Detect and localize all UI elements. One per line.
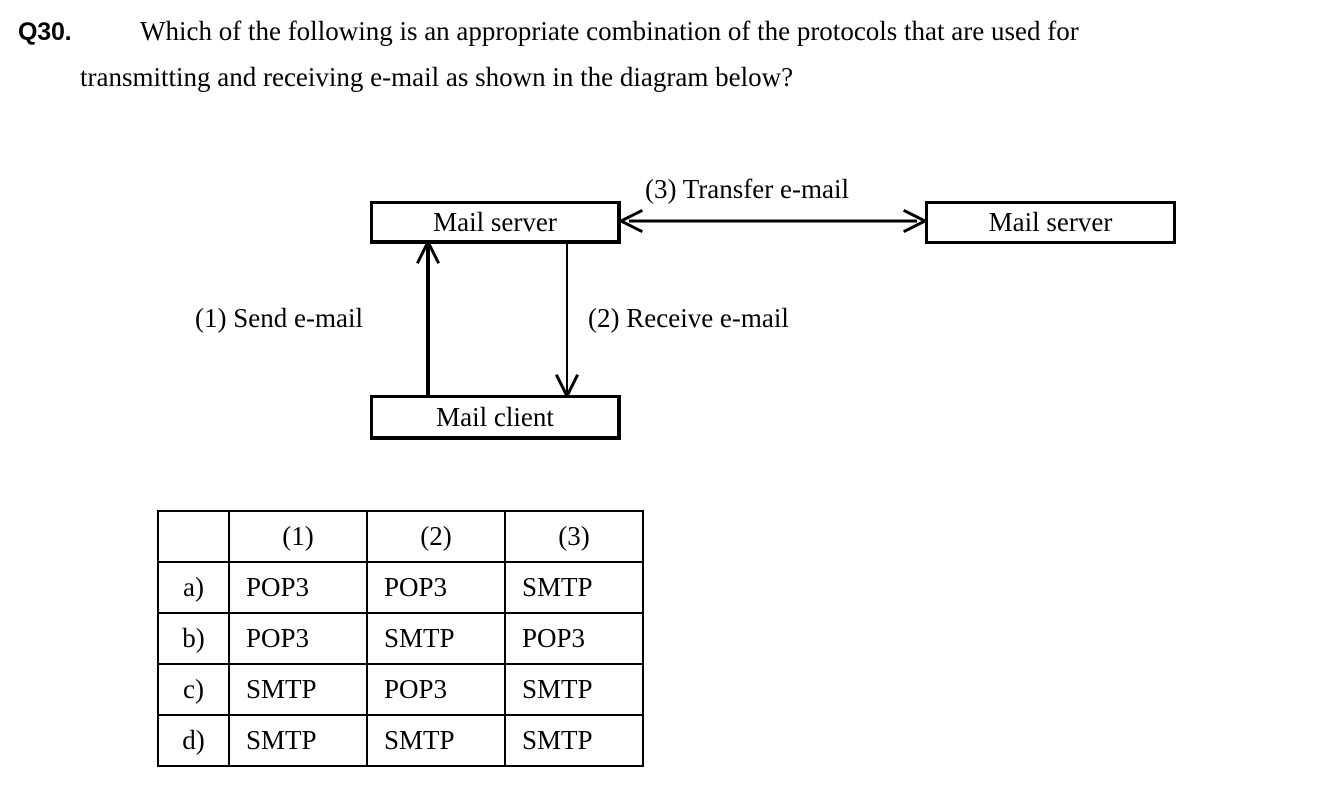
option-label-a: a) bbox=[157, 561, 230, 614]
table-row[interactable]: d) SMTP SMTP SMTP bbox=[157, 714, 644, 767]
arrow-label-receive: (2) Receive e-mail bbox=[588, 303, 789, 333]
option-c-value-1: SMTP bbox=[228, 663, 368, 716]
arrow-send-email-icon bbox=[415, 238, 441, 400]
arrow-label-transfer: (3) Transfer e-mail bbox=[645, 174, 849, 204]
table-row[interactable]: a) POP3 POP3 SMTP bbox=[157, 561, 644, 614]
option-b-value-1: POP3 bbox=[228, 612, 368, 665]
option-b-value-3: POP3 bbox=[504, 612, 644, 665]
option-a-value-3: SMTP bbox=[504, 561, 644, 614]
diagram-node-label: Mail client bbox=[436, 401, 554, 432]
option-b-value-2: SMTP bbox=[366, 612, 506, 665]
option-label-c: c) bbox=[157, 663, 230, 716]
arrow-transfer-email-icon bbox=[617, 208, 929, 234]
option-a-value-1: POP3 bbox=[228, 561, 368, 614]
email-protocol-diagram: Mail server Mail server Mail client (3) … bbox=[195, 174, 1176, 440]
answer-options-table-wrapper: (1) (2) (3) a) POP3 POP3 SMTP b) POP3 SM… bbox=[157, 510, 644, 767]
option-d-value-2: SMTP bbox=[366, 714, 506, 767]
table-row[interactable]: c) SMTP POP3 SMTP bbox=[157, 663, 644, 716]
question-number: Q30. bbox=[18, 18, 72, 46]
question-text-line-1: Which of the following is an appropriate… bbox=[140, 16, 1079, 46]
answer-options-table: (1) (2) (3) a) POP3 POP3 SMTP b) POP3 SM… bbox=[157, 510, 644, 767]
table-header-row: (1) (2) (3) bbox=[157, 510, 644, 563]
table-header-col-3: (3) bbox=[504, 510, 644, 563]
option-label-d: d) bbox=[157, 714, 230, 767]
arrow-receive-email-icon bbox=[554, 238, 580, 400]
question-text-line-2: transmitting and receiving e-mail as sho… bbox=[80, 62, 794, 92]
table-header-col-1: (1) bbox=[228, 510, 368, 563]
table-header-col-2: (2) bbox=[366, 510, 506, 563]
option-a-value-2: POP3 bbox=[366, 561, 506, 614]
table-row[interactable]: b) POP3 SMTP POP3 bbox=[157, 612, 644, 665]
option-d-value-1: SMTP bbox=[228, 714, 368, 767]
diagram-node-label: Mail server bbox=[433, 206, 557, 237]
option-c-value-3: SMTP bbox=[504, 663, 644, 716]
table-corner-blank bbox=[157, 510, 230, 563]
option-c-value-2: POP3 bbox=[366, 663, 506, 716]
diagram-node-mail-client: Mail client bbox=[370, 395, 621, 440]
diagram-node-mail-server-right: Mail server bbox=[925, 201, 1176, 244]
diagram-node-label: Mail server bbox=[988, 207, 1113, 237]
option-d-value-3: SMTP bbox=[504, 714, 644, 767]
arrow-label-send: (1) Send e-mail bbox=[195, 303, 363, 333]
diagram-node-mail-server-left: Mail server bbox=[370, 201, 621, 244]
option-label-b: b) bbox=[157, 612, 230, 665]
